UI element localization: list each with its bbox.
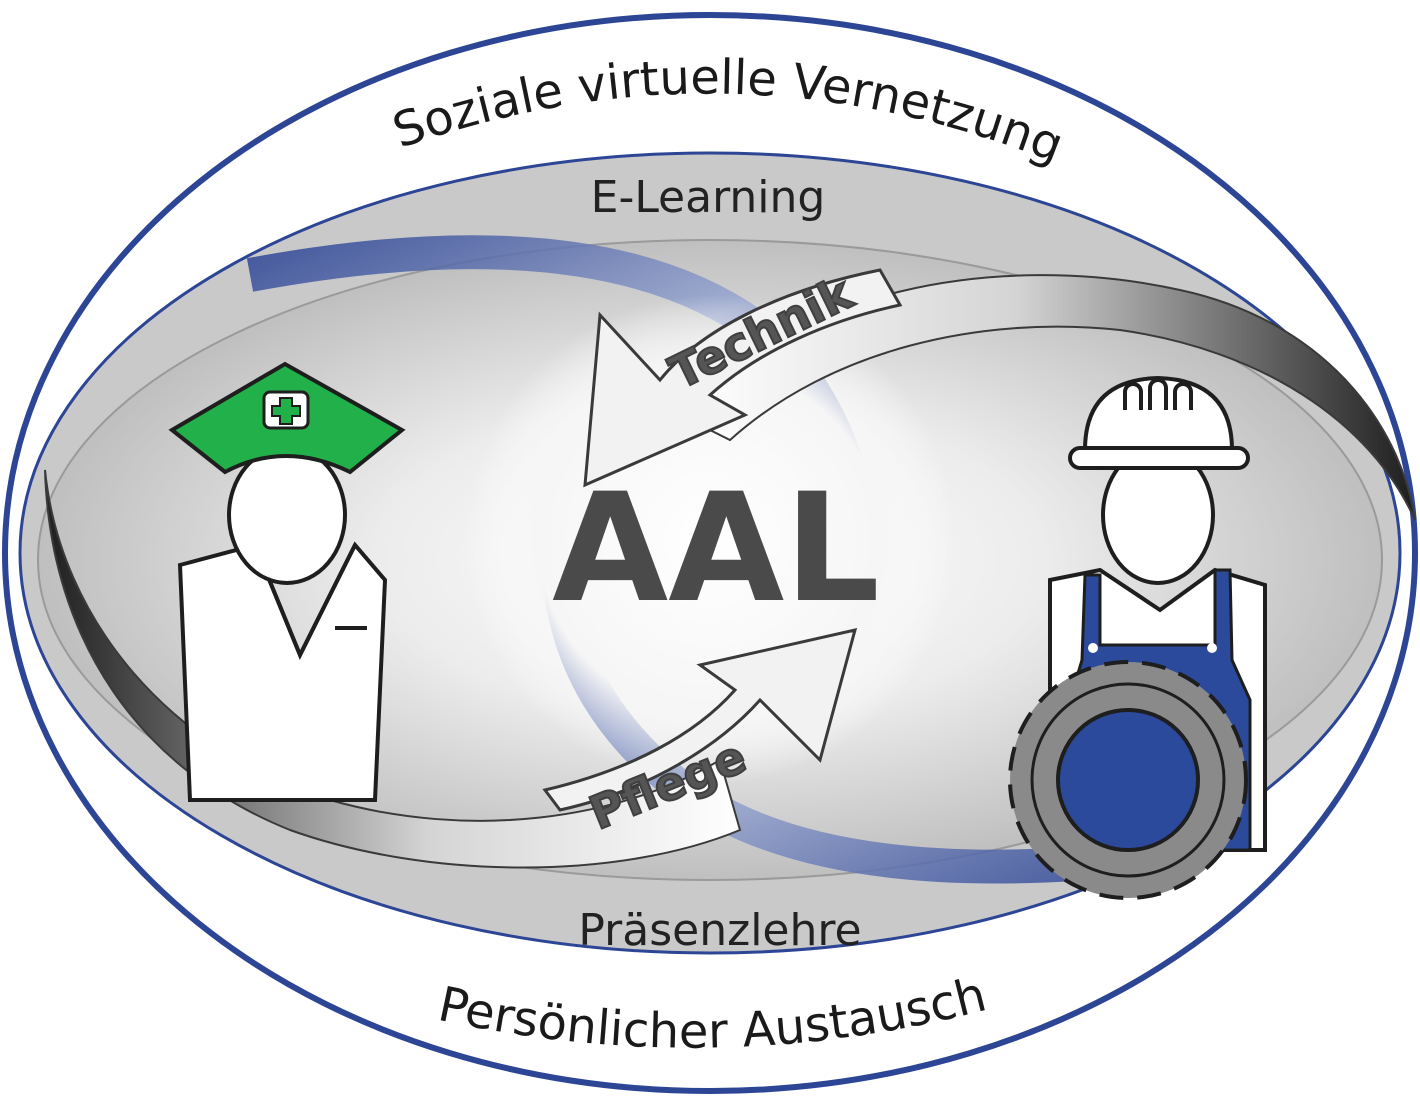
band-bottom-label: Präsenzlehre bbox=[578, 905, 861, 956]
nurse-head bbox=[227, 445, 347, 585]
center-label: AAL bbox=[552, 462, 880, 636]
helmet-brim bbox=[1068, 446, 1250, 470]
swirl-top bbox=[688, 274, 1416, 521]
technik-arrow bbox=[583, 268, 903, 488]
gear-icon bbox=[1008, 660, 1248, 900]
pflege-arrow bbox=[542, 627, 858, 812]
overalls-button-left bbox=[1088, 643, 1098, 653]
band-top-label: E-Learning bbox=[591, 172, 826, 223]
cross-icon bbox=[271, 397, 301, 425]
nurse-icon bbox=[168, 361, 406, 802]
gear-hub bbox=[1056, 708, 1200, 852]
technician-icon bbox=[1008, 375, 1267, 900]
overalls-button-right bbox=[1207, 643, 1217, 653]
helmet-ridges bbox=[1123, 378, 1193, 410]
